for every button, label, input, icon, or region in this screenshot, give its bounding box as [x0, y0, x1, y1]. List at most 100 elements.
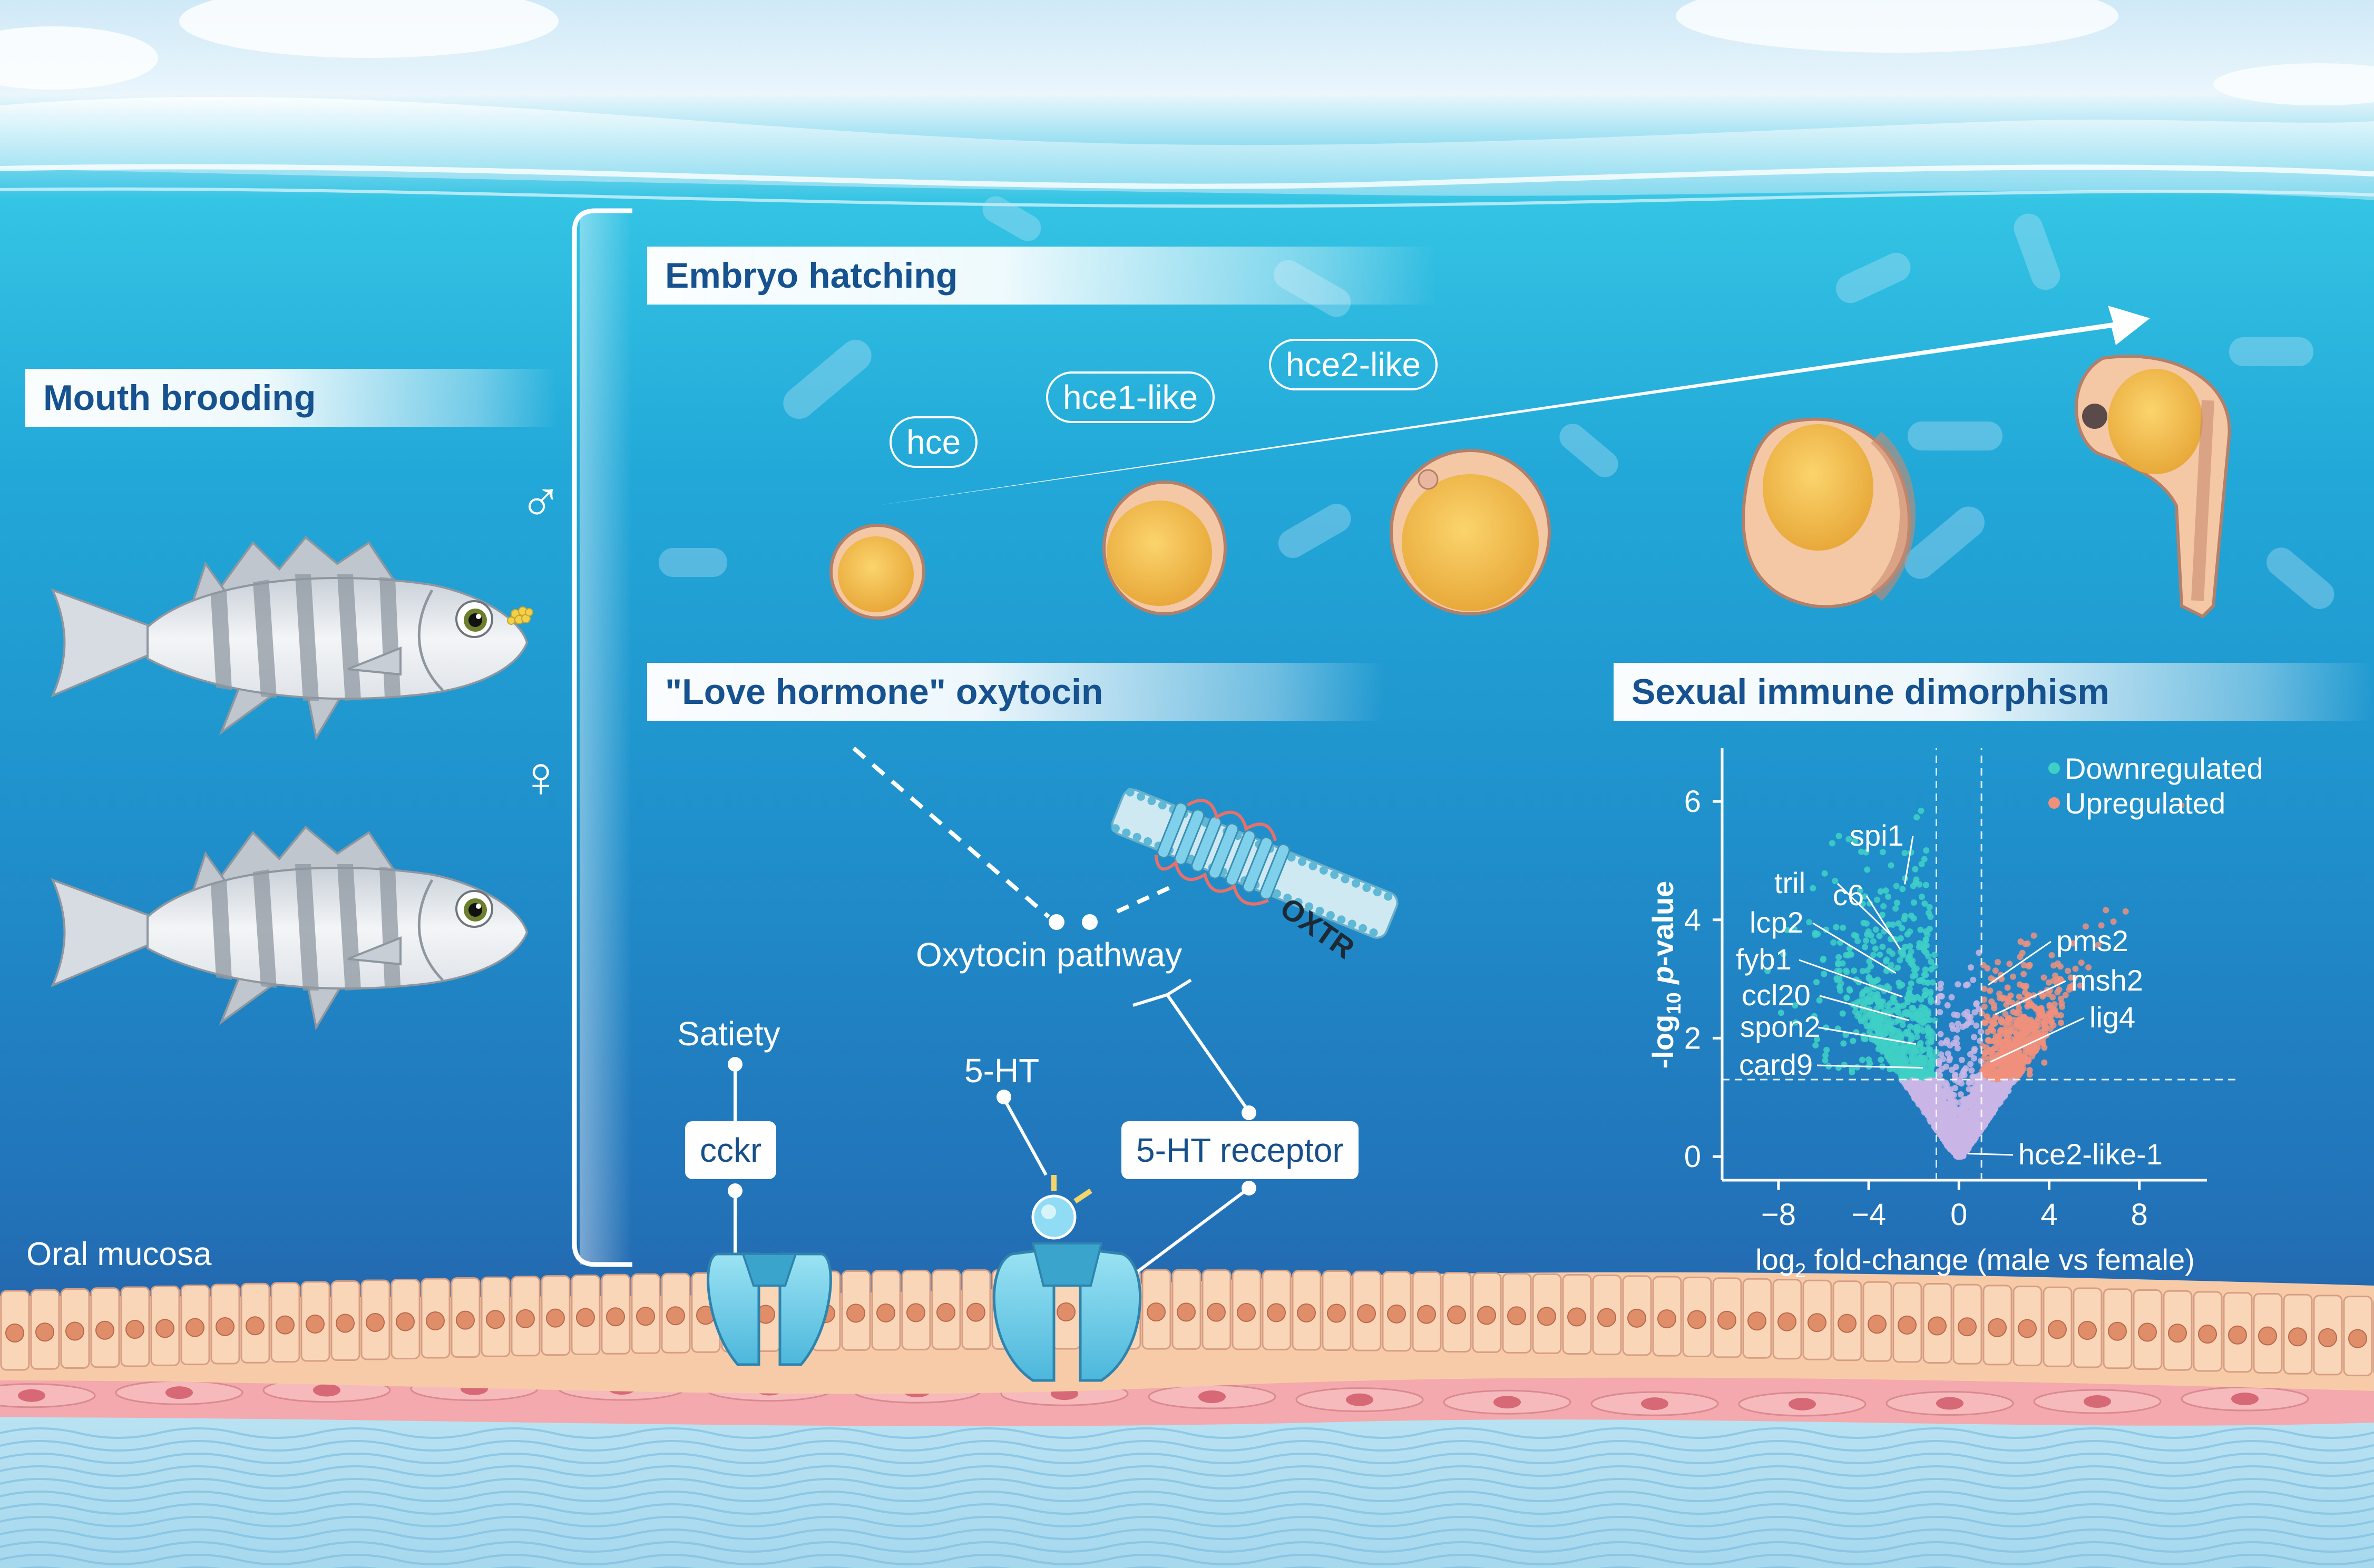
data-point — [1877, 888, 1884, 895]
data-point — [1929, 979, 1936, 986]
cell-nucleus — [336, 1314, 355, 1333]
data-point — [1908, 980, 1914, 987]
y-tick-label: 4 — [1684, 903, 1701, 937]
satiety-label: Satiety — [677, 1015, 780, 1053]
data-point — [2014, 1020, 2021, 1027]
x-tick-label: 0 — [1950, 1198, 1967, 1232]
data-point — [2046, 1003, 2053, 1010]
cell-nucleus — [95, 1320, 114, 1340]
data-point — [1922, 881, 1929, 888]
data-point — [1928, 1097, 1935, 1104]
data-point — [1879, 849, 1886, 856]
data-point — [1925, 1045, 1932, 1052]
data-point — [1894, 1009, 1901, 1016]
data-point — [2098, 922, 2105, 929]
data-point — [2017, 938, 2024, 945]
data-point — [1870, 952, 1877, 958]
data-point — [1927, 1027, 1934, 1034]
data-point — [2069, 940, 2076, 947]
tissue-fiber — [0, 1478, 2374, 1489]
data-point — [2041, 1044, 2048, 1051]
data-point — [1951, 1011, 1958, 1018]
bacterium — [982, 196, 1041, 241]
serotonin-receptor-box: 5-HT receptor — [1121, 1121, 1359, 1179]
gene-leader — [1990, 1017, 2085, 1063]
legend-label: Upregulated — [2065, 787, 2225, 820]
data-point — [1923, 1092, 1930, 1099]
data-point — [1916, 1069, 1922, 1076]
data-point — [1840, 1040, 1847, 1047]
data-point — [1921, 971, 1928, 978]
data-point — [1970, 976, 1977, 983]
cell-nucleus — [846, 1304, 865, 1323]
data-point — [1821, 971, 1828, 977]
data-point — [2012, 1029, 2019, 1036]
tissue-fiber — [0, 1503, 2374, 1515]
data-point — [1984, 1028, 1991, 1035]
cell-nucleus — [936, 1302, 955, 1322]
lipid-head — [1341, 875, 1350, 884]
data-point — [1867, 1011, 1874, 1018]
data-point — [2178, 802, 2185, 809]
male-symbol: ♂ — [519, 469, 563, 534]
data-point — [1993, 1040, 2000, 1046]
data-point — [1949, 1022, 1956, 1028]
data-point — [2040, 1013, 2047, 1020]
data-point — [1882, 887, 1889, 894]
data-point — [2039, 993, 2046, 1000]
oxtr-dashed-line — [1116, 883, 1176, 914]
data-point — [1866, 958, 1873, 965]
cell-nucleus — [125, 1320, 144, 1339]
data-point — [1928, 958, 1935, 965]
data-point — [2006, 961, 2013, 967]
tissue-fiber — [0, 1554, 2374, 1565]
cell-nucleus — [1838, 1314, 1857, 1333]
cell-nucleus — [1597, 1308, 1616, 1327]
data-point — [2020, 971, 2027, 977]
data-point — [2026, 962, 2033, 968]
data-point — [2003, 1018, 2010, 1025]
cell-nucleus — [2318, 1328, 2337, 1347]
data-point — [1982, 1071, 1989, 1077]
data-point — [1958, 1136, 1965, 1143]
data-point — [1991, 1005, 1998, 1012]
data-point — [1889, 921, 1896, 928]
data-point — [2110, 918, 2117, 925]
data-point — [1884, 1053, 1891, 1060]
cell-nucleus — [906, 1303, 925, 1322]
data-point — [1948, 1122, 1955, 1129]
data-point — [1899, 886, 1906, 893]
data-point — [1908, 913, 1914, 919]
data-point — [1913, 1028, 1920, 1035]
gene-label-lig4: lig4 — [2089, 1001, 2135, 1034]
data-point — [2016, 993, 2023, 1000]
data-point — [1937, 1008, 1943, 1015]
data-point — [1984, 1013, 1990, 1020]
data-point — [1860, 919, 1867, 926]
data-point — [1884, 983, 1891, 990]
cell-nucleus — [2108, 1321, 2127, 1341]
serotonin-label: 5-HT — [964, 1052, 1040, 1090]
data-point — [1946, 1057, 1953, 1064]
tissue-fiber — [0, 1427, 2374, 1439]
data-point — [1854, 1064, 1861, 1071]
data-point — [1978, 1028, 1985, 1035]
data-point — [2072, 965, 2079, 972]
lipid-head — [1337, 915, 1346, 924]
data-point — [2050, 977, 2057, 984]
cell-nucleus — [2048, 1320, 2067, 1339]
data-point — [2003, 1089, 2010, 1095]
data-point — [1965, 1020, 1972, 1026]
tissue-fiber — [0, 1541, 2374, 1553]
cell-nucleus — [1928, 1316, 1947, 1336]
legend-swatch — [2048, 797, 2060, 809]
data-point — [1843, 994, 1850, 1001]
data-point — [1963, 1008, 1970, 1015]
data-point — [1950, 1146, 1957, 1153]
cell-nucleus — [306, 1315, 325, 1334]
x-axis-label: log2 fold-change (male vs female) — [1755, 1243, 2195, 1282]
embryo-stage-2 — [1102, 481, 1227, 615]
oxytocin-title: "Love hormone" oxytocin — [647, 663, 1385, 721]
data-point — [1893, 883, 1900, 889]
